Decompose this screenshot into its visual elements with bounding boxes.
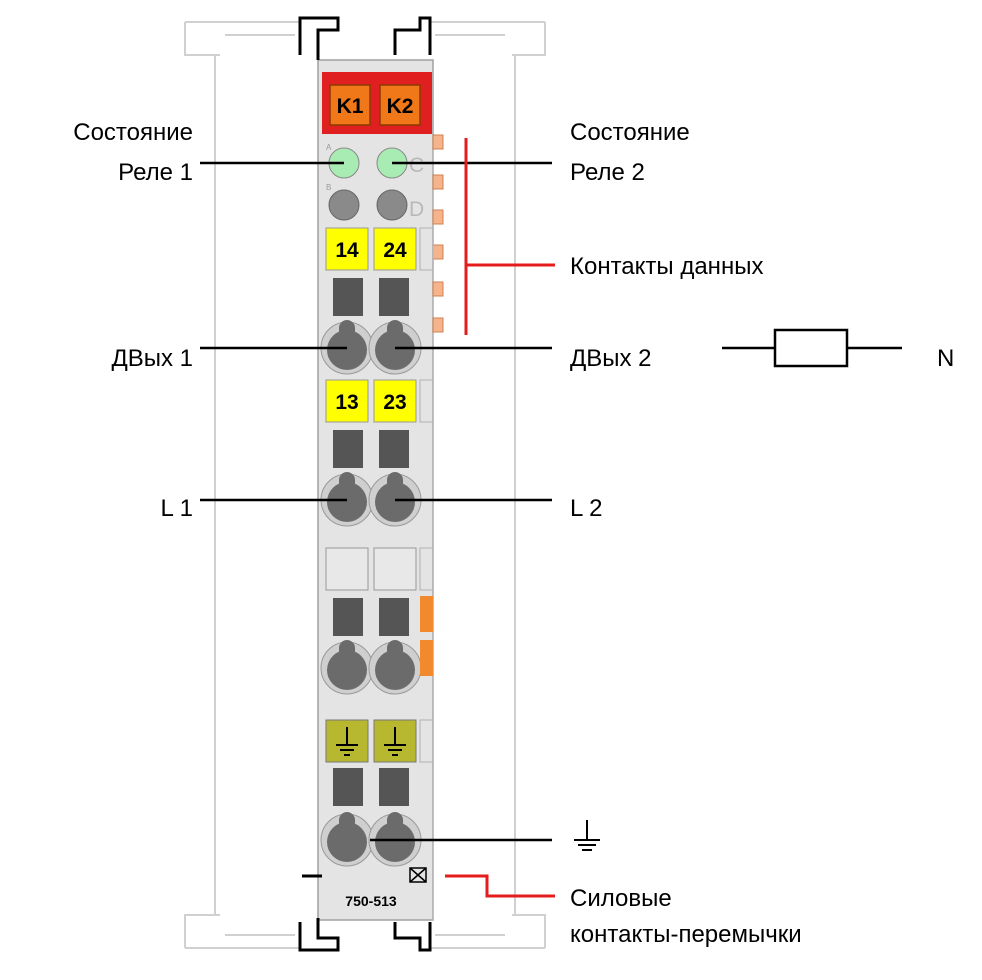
relay1-status-label-line1: Состояние [73,119,193,146]
terminal-slot [379,598,409,636]
terminal-marker-blank [325,547,369,591]
led-d [376,189,408,221]
l1-label: L 1 [161,495,193,522]
terminal-slot [333,768,363,806]
terminal-label-24: 24 [383,239,407,262]
led-letter-d: D [409,198,424,221]
terminal-slot [379,430,409,468]
neutral-label: N [937,345,954,372]
led-b [328,189,360,221]
clamp-pe-right [368,812,422,867]
model-number: 750-513 [345,893,397,909]
relay2-status-label-line1: Состояние [570,119,690,146]
data-contacts-label: Контакты данных [570,253,763,280]
power-contact-lower [420,640,433,676]
power-jumper-callout [445,874,555,898]
clamp-unused-right [368,640,422,695]
relay-tag-k1 [329,84,371,126]
terminal-marker-23 [373,379,417,423]
clamp-dout1 [320,320,374,375]
terminal-label-23: 23 [383,391,406,414]
clamp-pe-left [320,812,374,867]
relay-tag-k2-label: K2 [387,95,414,118]
bottom-clip-icon [409,867,427,883]
terminal-slot [379,278,409,316]
l2-label: L 2 [570,495,602,522]
relay2-status-label-line2: Реле 2 [570,159,645,186]
ground-icon [384,727,406,756]
led-letter-b: B [326,183,331,192]
terminal-marker-13 [325,379,369,423]
terminal-slot [333,430,363,468]
terminal-slot [333,278,363,316]
power-contact-upper [420,596,433,632]
din-rail-outline [184,21,546,949]
terminal-slot [379,768,409,806]
terminal-slot [333,598,363,636]
relay-tag-k1-label: K1 [337,95,364,118]
power-jumpers-label-line2: контакты-перемычки [570,921,802,948]
load-resistor-icon [722,328,902,368]
led-letter-a: A [326,143,332,152]
dout2-label: ДВых 2 [570,345,652,372]
terminal-marker-blank [373,547,417,591]
ground-icon [574,820,600,851]
led-letter-c: C [409,154,424,177]
power-jumpers-label-line1: Силовые [570,885,672,912]
terminal-label-14: 14 [335,239,359,262]
relay1-status-label-line2: Реле 1 [118,159,193,186]
relay-tag-k2 [379,84,421,126]
clamp-unused-left [320,640,374,695]
ground-icon [336,727,358,756]
terminal-marker-14 [325,227,369,271]
terminal-label-13: 13 [335,391,358,414]
data-contact-pads [432,134,444,333]
terminal-marker-24 [373,227,417,271]
callout-lines [200,161,552,842]
dout1-label: ДВых 1 [111,345,193,372]
data-contacts-bracket [464,138,555,335]
